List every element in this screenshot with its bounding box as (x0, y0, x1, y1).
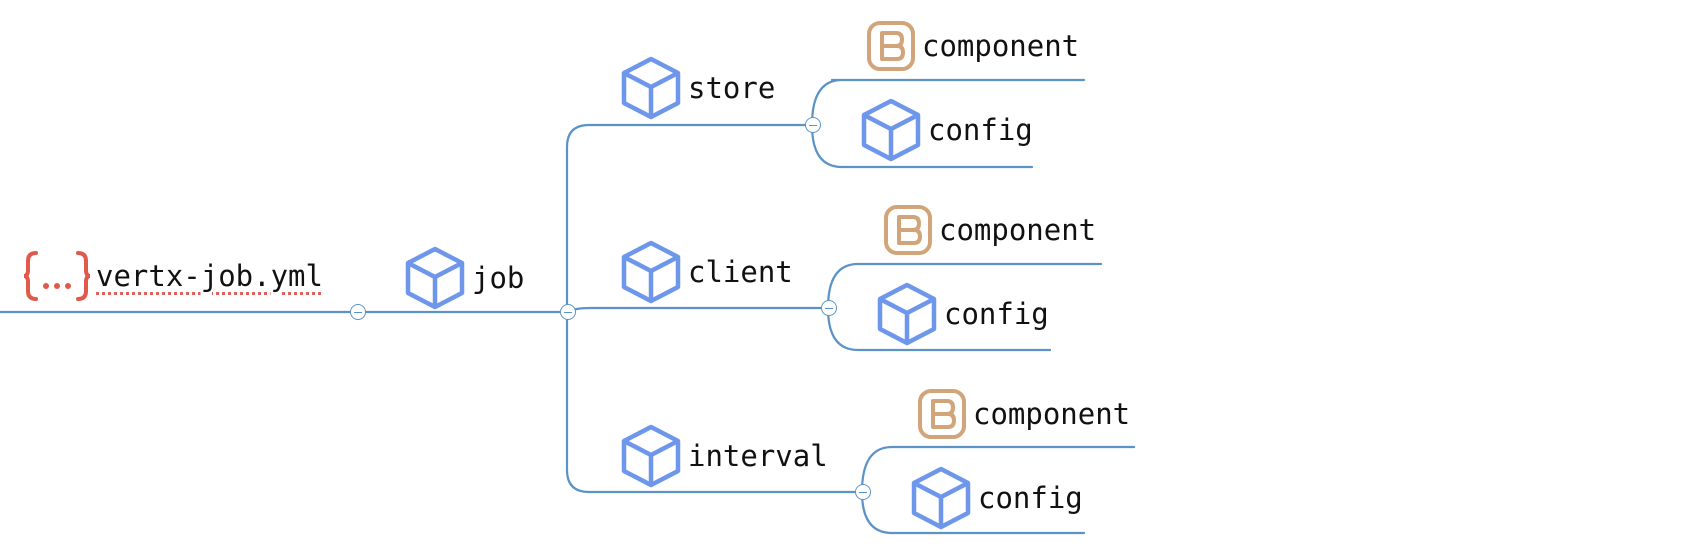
node-client-config-label: config (944, 297, 1049, 331)
collapse-button-client[interactable] (821, 300, 837, 316)
node-interval-component-label: component (973, 397, 1131, 431)
collapse-button-interval[interactable] (855, 484, 871, 500)
node-job-label: job (472, 261, 525, 295)
component-icon (883, 204, 933, 256)
node-client[interactable]: client (620, 240, 793, 304)
node-job[interactable]: job (404, 246, 524, 310)
node-interval[interactable]: interval (620, 424, 828, 488)
node-store[interactable]: store (620, 56, 775, 120)
connector-trunk (565, 123, 814, 314)
json-file-icon (22, 250, 92, 302)
node-store-component-label: component (922, 29, 1080, 63)
collapse-button-store[interactable] (805, 117, 821, 133)
node-client-label: client (688, 255, 793, 289)
connector-trunk-lower (565, 310, 864, 494)
node-root[interactable]: vertx-job.yml (22, 244, 323, 308)
component-icon (917, 388, 967, 440)
node-store-component[interactable]: component (866, 14, 1079, 78)
connector-job-client (565, 306, 830, 314)
node-client-component[interactable]: component (883, 198, 1096, 262)
node-store-config[interactable]: config (860, 98, 1033, 162)
cube-icon (910, 466, 972, 530)
cube-icon (404, 246, 466, 310)
node-store-label: store (688, 71, 776, 105)
node-root-label: vertx-job.yml (96, 259, 323, 293)
node-interval-config-label: config (978, 481, 1083, 515)
cube-icon (620, 424, 682, 488)
collapse-button-root[interactable] (350, 304, 366, 320)
component-icon (866, 20, 916, 72)
node-client-config[interactable]: config (876, 282, 1049, 346)
collapse-button-job[interactable] (560, 304, 576, 320)
node-interval-config[interactable]: config (910, 466, 1083, 530)
node-store-config-label: config (928, 113, 1033, 147)
cube-icon (876, 282, 938, 346)
cube-icon (860, 98, 922, 162)
node-client-component-label: component (939, 213, 1097, 247)
cube-icon (620, 56, 682, 120)
node-interval-label: interval (688, 439, 828, 473)
node-interval-component[interactable]: component (917, 382, 1130, 446)
cube-icon (620, 240, 682, 304)
